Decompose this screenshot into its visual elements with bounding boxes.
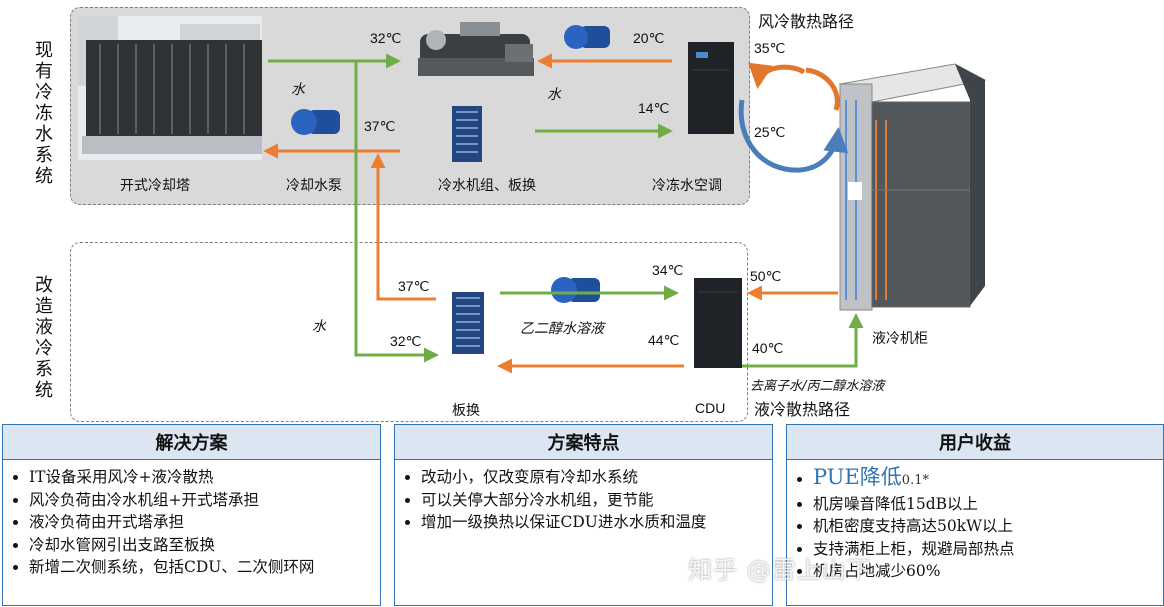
chiller-hx-label: 冷水机组、板换 xyxy=(438,178,536,194)
cdu-image xyxy=(694,278,742,368)
benefit-item: 机柜密度支持高达50kW以上 xyxy=(813,515,1163,538)
water-label-cooling: 水 xyxy=(291,82,305,98)
plate-hx-image-top xyxy=(452,106,482,162)
features-panel-title: 方案特点 xyxy=(395,425,772,460)
liquid-cooling-rack-image xyxy=(838,63,987,311)
retrofit-system-title: 改造液冷系统 xyxy=(35,275,53,401)
crac-unit-image xyxy=(688,42,734,134)
temp-cdu-in: 34℃ xyxy=(652,262,684,278)
benefit-item: 机房噪音降低15dB以上 xyxy=(813,493,1163,516)
benefit-item: 支持满柜上柜，规避局部热点 xyxy=(813,538,1163,561)
pump-image-cooling xyxy=(291,109,340,135)
features-panel: 方案特点 改动小，仅改变原有冷却水系统 可以关停大部分冷水机组，更节能 增加一级… xyxy=(394,424,773,606)
benefit-item: 机房占地减少60% xyxy=(813,560,1163,583)
solution-item: 风冷负荷由冷水机组+开式塔承担 xyxy=(29,489,380,512)
feature-item: 增加一级换热以保证CDU进水水质和温度 xyxy=(421,511,772,534)
chiller-image xyxy=(418,22,534,76)
solution-item: 新增二次侧系统，包括CDU、二次侧环网 xyxy=(29,556,380,579)
temp-chilled-supply: 14℃ xyxy=(638,100,670,116)
coolant-label: 去离子水/丙二醇水溶液 xyxy=(750,379,885,394)
solution-item: 液冷负荷由开式塔承担 xyxy=(29,511,380,534)
temp-cdu-out: 44℃ xyxy=(648,332,680,348)
cooling-tower-label: 开式冷却塔 xyxy=(120,178,190,194)
water-label-retrofit: 水 xyxy=(312,319,326,335)
retrofit-system-panel xyxy=(70,242,748,422)
temp-chilled-return: 20℃ xyxy=(633,30,665,46)
glycol-label: 乙二醇水溶液 xyxy=(520,321,604,337)
pump-image-top xyxy=(564,25,610,49)
solution-panel-title: 解决方案 xyxy=(3,425,380,460)
temp-rack-in: 40℃ xyxy=(752,340,784,356)
solution-item: 冷却水管网引出支路至板换 xyxy=(29,534,380,557)
feature-item: 可以关停大部分冷水机组，更节能 xyxy=(421,489,772,512)
pue-label: PUE降低 xyxy=(813,465,902,489)
temp-air-cold: 25℃ xyxy=(754,124,786,140)
crac-label: 冷冻水空调 xyxy=(652,178,722,194)
cooling-tower-image xyxy=(78,16,262,160)
benefit-item-pue: PUE降低0.1* xyxy=(813,466,1163,493)
existing-system-title: 现有冷冻水系统 xyxy=(35,40,53,187)
cooling-pump-label: 冷却水泵 xyxy=(286,178,342,194)
pump-image-glycol xyxy=(551,277,600,303)
benefits-panel-title: 用户收益 xyxy=(787,425,1163,460)
feature-item: 改动小，仅改变原有冷却水系统 xyxy=(421,466,772,489)
plate-hx-image-bottom xyxy=(452,292,484,354)
solution-panel: 解决方案 IT设备采用风冷+液冷散热 风冷负荷由冷水机组+开式塔承担 液冷负荷由… xyxy=(2,424,381,606)
water-label-chilled: 水 xyxy=(547,87,561,103)
rack-label: 液冷机柜 xyxy=(872,331,928,347)
plate-hx-label: 板换 xyxy=(452,403,480,419)
pue-value: 0.1* xyxy=(901,473,929,488)
solution-item: IT设备采用风冷+液冷散热 xyxy=(29,466,380,489)
benefits-panel: 用户收益 PUE降低0.1* 机房噪音降低15dB以上 机柜密度支持高达50kW… xyxy=(786,424,1164,606)
air-cooling-path-title: 风冷散热路径 xyxy=(758,12,855,31)
temp-hx-supply: 32℃ xyxy=(390,333,422,349)
liquid-cooling-path-title: 液冷散热路径 xyxy=(754,400,851,419)
temp-hx-return: 37℃ xyxy=(398,278,430,294)
temp-cooling-return: 37℃ xyxy=(364,118,396,134)
temp-air-hot: 35℃ xyxy=(754,40,786,56)
cdu-label: CDU xyxy=(695,400,726,416)
watermark: 知乎 @雷上山下 xyxy=(688,556,872,584)
temp-cooling-supply: 32℃ xyxy=(370,30,402,46)
temp-rack-out: 50℃ xyxy=(750,268,782,284)
